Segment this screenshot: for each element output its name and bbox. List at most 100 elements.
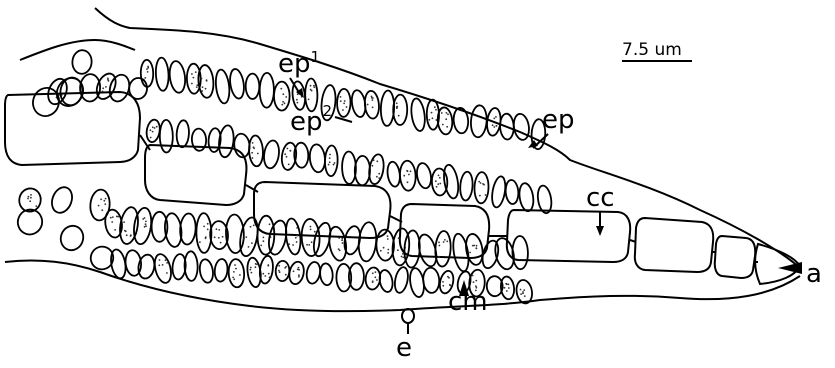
- cytoplasm-stipple: [284, 153, 286, 155]
- cytoplasm-stipple: [286, 156, 288, 158]
- cytoplasm-stipple: [282, 93, 284, 95]
- cytoplasm-stipple: [30, 197, 32, 199]
- cytoplasm-stipple: [296, 99, 298, 101]
- cytoplasm-stipple: [492, 124, 494, 126]
- cytoplasm-stipple: [473, 281, 475, 283]
- epidermal-cell: [155, 57, 169, 91]
- cytoplasm-stipple: [396, 107, 398, 109]
- epidermal-cell: [474, 172, 489, 204]
- cytoplasm-stipple: [298, 276, 300, 278]
- cytoplasm-stipple: [292, 244, 294, 246]
- epidermal-cell: [217, 125, 235, 158]
- cytoplasm-stipple: [408, 174, 410, 176]
- cytoplasm-stipple: [378, 177, 380, 179]
- cytoplasm-stipple: [142, 218, 144, 220]
- cytoplasm-stipple: [296, 227, 298, 229]
- epidermal-cell: [228, 259, 245, 288]
- cytoplasm-stipple: [98, 205, 100, 207]
- cytoplasm-stipple: [442, 281, 444, 283]
- label-ep2: ep2: [290, 102, 332, 137]
- cytoplasm-stipple: [206, 80, 208, 82]
- cytoplasm-stipple: [341, 239, 343, 241]
- cytoplasm-stipple: [505, 283, 507, 285]
- cytoplasm-stipple: [101, 209, 103, 211]
- cytoplasm-stipple: [202, 86, 204, 88]
- large-cell: [635, 218, 713, 272]
- epidermal-cell: [319, 263, 333, 286]
- cytoplasm-stipple: [263, 240, 265, 242]
- cytoplasm-stipple: [256, 264, 258, 266]
- cytoplasm-stipple: [260, 245, 262, 247]
- cytoplasm-stipple: [308, 99, 310, 101]
- cytoplasm-stipple: [30, 194, 32, 196]
- cytoplasm-stipple: [442, 285, 444, 287]
- cytoplasm-stipple: [298, 267, 300, 269]
- cytoplasm-stipple: [156, 126, 158, 128]
- cytoplasm-stipple: [372, 107, 374, 109]
- cytoplasm-stipple: [105, 86, 107, 88]
- cytoplasm-stipple: [378, 173, 380, 175]
- cytoplasm-stipple: [102, 91, 104, 93]
- cytoplasm-stipple: [387, 238, 389, 240]
- cytoplasm-stipple: [203, 226, 205, 228]
- large-cell: [145, 145, 246, 205]
- cytoplasm-stipple: [29, 200, 31, 202]
- cytoplasm-stipple: [371, 96, 373, 98]
- cytoplasm-stipple: [245, 236, 247, 238]
- epidermal-cell: [378, 269, 395, 293]
- cytoplasm-stipple: [154, 127, 156, 129]
- cytoplasm-stipple: [438, 256, 440, 258]
- epidermal-cell: [512, 113, 531, 141]
- epidermal-cell: [422, 267, 440, 293]
- epidermal-cell: [505, 180, 519, 205]
- cytoplasm-stipple: [116, 216, 118, 218]
- cytoplasm-stipple: [493, 126, 495, 128]
- epidermal-cell: [246, 74, 260, 99]
- cytoplasm-stipple: [311, 90, 313, 92]
- cytoplasm-stipple: [235, 268, 237, 270]
- cytoplasm-stipple: [111, 221, 113, 223]
- cytoplasm-stipple: [150, 137, 152, 139]
- cytoplasm-stipple: [165, 259, 167, 261]
- cytoplasm-stipple: [233, 271, 235, 273]
- cytoplasm-stipple: [439, 245, 441, 247]
- epidermal-cell: [518, 182, 535, 212]
- cytoplasm-stipple: [372, 99, 374, 101]
- epidermal-cell: [386, 161, 401, 187]
- cytoplasm-stipple: [152, 126, 154, 128]
- cytoplasm-stipple: [476, 245, 478, 247]
- epidermal-cell: [57, 223, 86, 254]
- cytoplasm-stipple: [196, 86, 198, 88]
- epidermal-cell: [248, 135, 263, 167]
- cytoplasm-stipple: [162, 264, 164, 266]
- cytoplasm-stipple: [429, 119, 431, 121]
- cytoplasm-stipple: [199, 241, 201, 243]
- epidermal-cell: [399, 160, 416, 191]
- cytoplasm-stipple: [398, 115, 400, 117]
- cytoplasm-stipple: [313, 85, 315, 87]
- cytoplasm-stipple: [201, 90, 203, 92]
- cytoplasm-stipple: [406, 170, 408, 172]
- cytoplasm-stipple: [449, 284, 451, 286]
- cytoplasm-stipple: [508, 284, 510, 286]
- cytoplasm-stipple: [159, 259, 161, 261]
- cytoplasm-stipple: [446, 126, 448, 128]
- cytoplasm-stipple: [343, 103, 345, 105]
- cytoplasm-stipple: [152, 131, 154, 133]
- cytoplasm-stipple: [439, 177, 441, 179]
- cytoplasm-stipple: [105, 198, 107, 200]
- cytoplasm-stipple: [249, 269, 251, 271]
- cytoplasm-stipple: [443, 241, 445, 243]
- cytoplasm-stipple: [264, 275, 266, 277]
- cytoplasm-stipple: [103, 200, 105, 202]
- epidermal-cell: [415, 162, 433, 189]
- cytoplasm-stipple: [166, 272, 168, 274]
- cytoplasm-stipple: [298, 274, 300, 276]
- cytoplasm-stipple: [306, 244, 308, 246]
- cytoplasm-stipple: [372, 280, 374, 282]
- cytoplasm-stipple: [444, 239, 446, 241]
- cytoplasm-stipple: [372, 165, 374, 167]
- cytoplasm-stipple: [308, 244, 310, 246]
- cytoplasm-stipple: [329, 157, 331, 159]
